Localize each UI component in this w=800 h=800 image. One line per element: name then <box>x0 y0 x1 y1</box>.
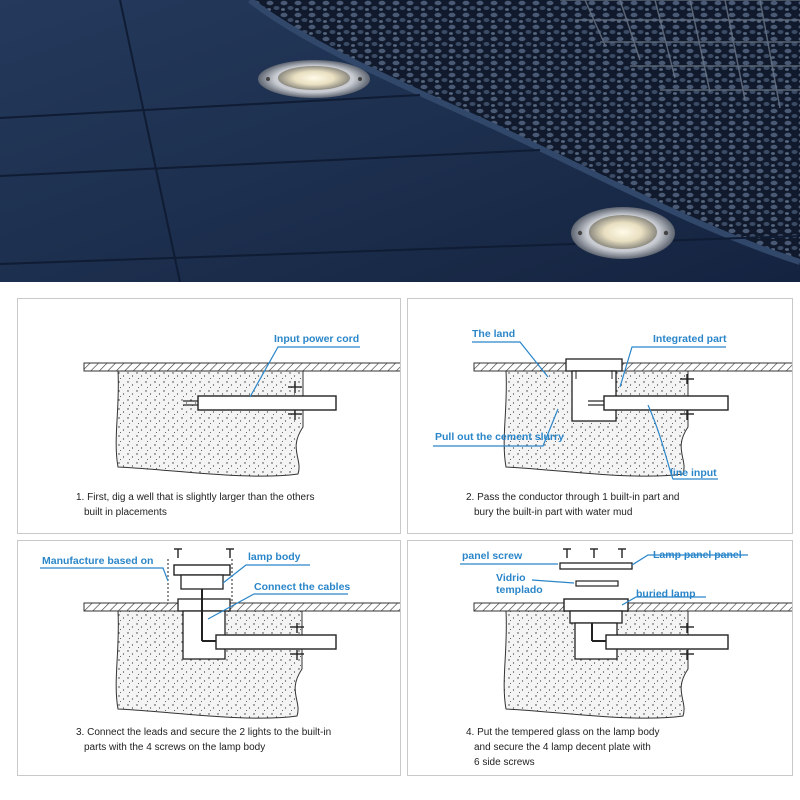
product-photo <box>0 0 800 282</box>
connect-cables-label: Connect the cables <box>254 581 351 593</box>
lamp-panel-label: Lamp panel panel <box>653 549 742 561</box>
caption-line: built in placements <box>84 507 167 518</box>
buried-lamp-label: buried lamp <box>636 588 696 600</box>
step-2-panel: The land Integrated part Pull out the ce… <box>407 298 793 534</box>
caption-line: 2. Pass the conductor through 1 built-in… <box>466 492 680 503</box>
vidrio-leader <box>531 579 575 584</box>
ground-surface <box>473 602 792 612</box>
step-1-diagram <box>83 346 400 477</box>
line-input-leader <box>647 404 718 480</box>
caption-line: 4. Put the tempered glass on the lamp bo… <box>466 727 660 738</box>
manufacture-label: Manufacture based on <box>42 555 154 567</box>
vidrio-label: Vidrio <box>496 572 526 584</box>
step-1-caption: 1. First, dig a well that is slightly la… <box>76 490 314 520</box>
power-cord <box>197 395 337 411</box>
lamp-panel <box>559 562 633 570</box>
step-4-caption: 4. Put the tempered glass on the lamp bo… <box>466 725 659 770</box>
builtin-part <box>177 598 231 612</box>
manufacture-leader <box>40 567 169 582</box>
the-land-label: The land <box>472 328 516 340</box>
buried-lamp-top <box>563 598 629 612</box>
the-land-leader <box>472 341 549 378</box>
step-2-diagram <box>433 341 792 480</box>
ground-surface <box>83 602 400 612</box>
caption-line: 1. First, dig a well that is slightly la… <box>76 492 315 503</box>
concrete-well <box>115 370 304 477</box>
caption-line: and secure the 4 lamp decent plate with <box>474 742 651 753</box>
integrated-part-leader <box>619 346 726 388</box>
ground-surface <box>473 362 792 372</box>
step-3-caption: 3. Connect the leads and secure the 2 li… <box>76 725 331 755</box>
integrated-part-label: Integrated part <box>653 333 727 345</box>
caption-line: bury the built-in part with water mud <box>474 507 633 518</box>
input-power-cord-label: Input power cord <box>274 333 360 345</box>
ground-surface <box>83 362 400 372</box>
power-cord <box>603 395 729 411</box>
buried-lamp-leader <box>621 596 706 606</box>
connect-cables-leader <box>207 593 348 620</box>
cement-slurry-leader <box>433 408 559 447</box>
lamp-body-leader <box>222 564 310 584</box>
power-cord <box>215 634 337 650</box>
step-3-diagram <box>40 548 400 719</box>
cement-slurry-label: Pull out the cement slurry <box>435 431 564 443</box>
lamp-panel-leader <box>631 554 748 566</box>
builtin-part-flange <box>565 358 623 372</box>
templado-label: templado <box>496 584 543 596</box>
line-input-label: line input <box>670 467 717 479</box>
step-4-diagram <box>460 548 792 719</box>
lamp-body-label: lamp body <box>248 551 301 563</box>
panel-screw-label: panel screw <box>462 550 523 562</box>
inground-lamp-photo <box>0 0 800 282</box>
lamp-body <box>173 564 231 576</box>
step-4-panel: panel screw Lamp panel panel Vidrio temp… <box>407 540 793 776</box>
caption-line: parts with the 4 screws on the lamp body <box>84 742 266 753</box>
step-3-panel: Manufacture based on lamp body Connect t… <box>17 540 401 776</box>
label-leader <box>249 346 360 398</box>
step-1-panel: Input power cord 1. First, dig a well th… <box>17 298 401 534</box>
step-2-caption: 2. Pass the conductor through 1 built-in… <box>466 490 679 520</box>
caption-line: 6 side screws <box>474 757 535 768</box>
tempered-glass <box>575 580 619 587</box>
caption-line: 3. Connect the leads and secure the 2 li… <box>76 727 332 738</box>
power-cord <box>605 634 729 650</box>
